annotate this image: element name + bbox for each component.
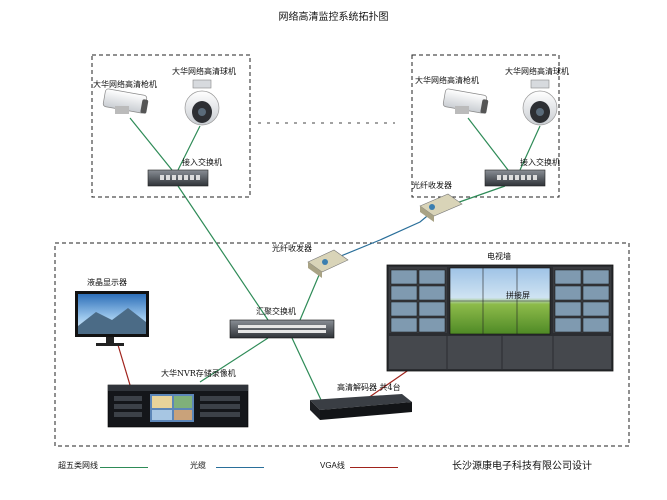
cable-right-bullet	[467, 117, 509, 171]
right-fiber-transceiver-icon	[419, 193, 463, 222]
cable-left-dome	[177, 125, 201, 171]
right-fiber-transceiver-label: 光纤收发器	[412, 181, 452, 190]
nvr-recorder-icon	[107, 384, 249, 428]
left-bullet-camera-icon	[102, 88, 149, 114]
legend-vga-label: VGA线	[320, 461, 345, 470]
cable-core-transceiver	[299, 267, 323, 321]
company-credit: 长沙源康电子科技有限公司设计	[452, 461, 592, 472]
left-dome-camera-label: 大华网络高清球机	[172, 67, 236, 76]
cable-fiber	[335, 211, 433, 259]
core-switch-icon	[229, 319, 335, 339]
left-dome-camera-icon	[184, 79, 220, 126]
left-bullet-camera-label: 大华网络高清枪机	[93, 80, 157, 89]
cable-right-dome	[519, 125, 541, 171]
site-left-box	[91, 54, 251, 198]
left-access-switch-label: 接入交换机	[182, 158, 222, 167]
splice-screen-label: 拼接屏	[506, 291, 530, 300]
legend-cat5-swatch	[100, 467, 148, 468]
center-fiber-transceiver-label: 光纤收发器	[272, 244, 312, 253]
cable-vga-monitor	[117, 344, 131, 386]
left-access-switch-icon	[147, 169, 209, 187]
cable-core-nvr	[199, 337, 269, 383]
core-switch-label: 汇聚交换机	[256, 307, 296, 316]
legend-fiber-label: 光缆	[190, 461, 206, 470]
video-wall-icon	[386, 264, 614, 372]
hd-decoder-icon	[310, 394, 412, 420]
nvr-label: 大华NVR存储录像机	[161, 369, 236, 378]
decoder-label: 高清解码器 共4台	[337, 383, 401, 392]
legend-cat5-label: 超五类网线	[58, 461, 98, 470]
control-center-box	[54, 242, 630, 447]
right-access-switch-icon	[484, 169, 546, 187]
video-wall-label: 电视墙	[487, 252, 511, 261]
legend-fiber-swatch	[216, 467, 264, 468]
site-right-box	[411, 54, 560, 198]
right-bullet-camera-label: 大华网络高清枪机	[415, 76, 479, 85]
right-bullet-camera-icon	[442, 88, 489, 114]
diagram-title: 网络高清监控系统拓扑图	[278, 12, 389, 23]
cable-left-bullet	[129, 117, 173, 171]
monitor-label: 液晶显示器	[87, 278, 127, 287]
cable-core-decoder	[291, 337, 323, 403]
cable-leftswitch-core	[177, 185, 269, 321]
right-dome-camera-label: 大华网络高清球机	[505, 67, 569, 76]
lcd-monitor-icon	[75, 291, 149, 346]
center-fiber-transceiver-icon	[307, 249, 349, 278]
legend-vga-swatch	[350, 467, 398, 468]
right-dome-camera-icon	[522, 79, 558, 126]
right-access-switch-label: 接入交换机	[520, 158, 560, 167]
